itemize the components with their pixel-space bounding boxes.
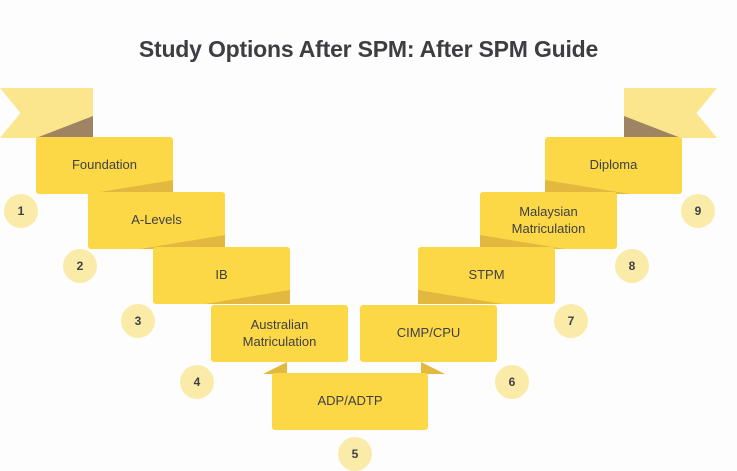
- step-badge-1[interactable]: 1: [4, 194, 38, 228]
- step-label: Australian Matriculation: [242, 317, 317, 349]
- infographic-canvas: Study Options After SPM: After SPM Guide…: [0, 36, 717, 471]
- step-card-ib[interactable]: IB: [153, 247, 290, 304]
- step-label: CIMP/CPU: [396, 325, 461, 341]
- step-number: 2: [76, 259, 84, 273]
- step-card-cimp-cpu[interactable]: CIMP/CPU: [360, 305, 497, 362]
- step-number: 9: [694, 204, 702, 218]
- step-number: 3: [134, 314, 142, 328]
- step-badge-4[interactable]: 4: [180, 365, 214, 399]
- step-badge-3[interactable]: 3: [121, 304, 155, 338]
- step-card-diploma[interactable]: Diploma: [545, 137, 682, 194]
- step-number: 6: [508, 375, 516, 389]
- step-card-foundation[interactable]: Foundation: [36, 137, 173, 194]
- step-label: ADP/ADTP: [317, 393, 383, 409]
- step-label: A-Levels: [131, 212, 182, 228]
- step-badge-8[interactable]: 8: [615, 249, 649, 283]
- step-badge-6[interactable]: 6: [495, 365, 529, 399]
- step-card-stpm[interactable]: STPM: [418, 247, 555, 304]
- step-badge-7[interactable]: 7: [554, 304, 588, 338]
- step-card-a-levels[interactable]: A-Levels: [88, 192, 225, 249]
- step-number: 1: [17, 204, 25, 218]
- step-label: Malaysian Matriculation: [511, 204, 586, 236]
- step-card-malaysian-matriculation[interactable]: Malaysian Matriculation: [480, 192, 617, 249]
- step-number: 7: [567, 314, 575, 328]
- step-badge-2[interactable]: 2: [63, 249, 97, 283]
- step-label: STPM: [468, 267, 505, 283]
- page-title: Study Options After SPM: After SPM Guide: [138, 36, 599, 62]
- step-card-australian-matriculation[interactable]: Australian Matriculation: [211, 305, 348, 362]
- step-badge-5[interactable]: 5: [338, 437, 372, 471]
- step-badge-9[interactable]: 9: [681, 194, 715, 228]
- step-number: 5: [351, 447, 359, 461]
- step-label: Foundation: [71, 157, 138, 173]
- step-number: 8: [628, 259, 636, 273]
- step-card-adp-adtp[interactable]: ADP/ADTP: [272, 373, 428, 430]
- step-number: 4: [193, 375, 201, 389]
- step-label: IB: [215, 267, 228, 283]
- step-label: Diploma: [589, 157, 638, 173]
